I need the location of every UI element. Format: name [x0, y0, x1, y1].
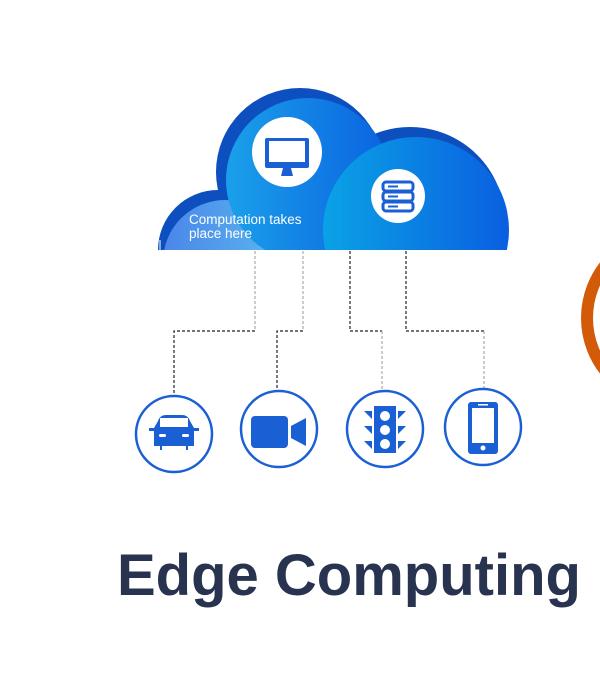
orange-ring-decoration [581, 262, 600, 374]
connector-lines [173, 251, 485, 395]
cloud-label-line1: Computation takes [189, 212, 302, 227]
video-camera-icon [239, 389, 319, 469]
page-title: Edge Computing [117, 543, 581, 608]
traffic-light-icon [345, 389, 425, 469]
cloud-label-line2: place here [189, 226, 252, 241]
smartphone-icon [443, 387, 523, 467]
server-icon [371, 169, 425, 223]
cloud [158, 88, 509, 250]
monitor-icon [252, 117, 322, 187]
car-icon [134, 394, 214, 474]
